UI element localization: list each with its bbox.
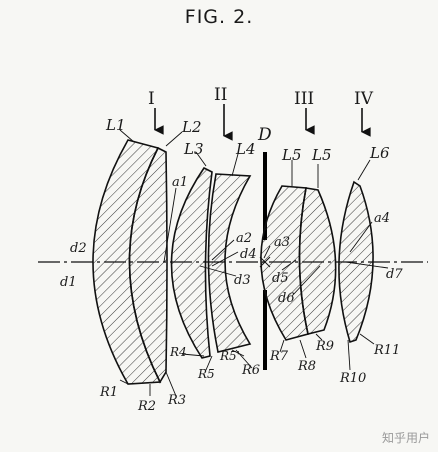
label-L2: L2 [181,118,202,136]
label-L3: L3 [183,140,204,158]
label-R2: R2 [137,399,156,414]
label-R5: R5 [197,367,215,381]
label-R9: R9 [315,339,334,354]
stop-label: D [257,125,272,145]
label-d4: d4 [240,247,257,262]
group-label-IV: IV [354,89,374,109]
leader-lines [119,129,389,397]
label-R4: R4 [169,345,187,359]
figure-title: FIG. 2. [184,6,254,28]
label-L4: L4 [235,140,256,158]
label-d5: d5 [272,271,289,286]
label-d3: d3 [234,273,251,288]
label-L5-front: L5 [281,146,302,164]
label-d7: d7 [386,267,403,282]
lens-L6 [338,180,374,344]
label-a1: a1 [172,175,188,190]
label-R1: R1 [99,385,118,400]
label-R8: R8 [297,359,316,374]
label-a4: a4 [374,211,390,226]
group-label-II: II [214,85,227,105]
label-L1: L1 [105,116,126,134]
lens-L4 [207,173,252,353]
lens-L3 [170,166,213,359]
label-L6: L6 [369,144,390,162]
label-R5-prime: R5' [219,349,240,363]
label-R7: R7 [269,349,289,364]
label-a2: a2 [236,231,252,246]
label-R6: R6 [241,363,260,378]
group-label-III: III [294,89,314,109]
lens-L2 [128,146,168,384]
label-R11: R11 [373,343,400,358]
label-R10: R10 [339,371,366,386]
lens-L5-rear [298,187,337,335]
label-a3: a3 [274,235,290,250]
label-R3: R3 [167,393,186,408]
label-d1: d1 [60,275,77,290]
label-d6: d6 [278,291,295,306]
label-L5-rear: L5 [311,146,332,164]
label-d2: d2 [70,241,87,256]
watermark-text: 知乎用户 [381,431,430,445]
group-label-I: I [148,89,155,109]
